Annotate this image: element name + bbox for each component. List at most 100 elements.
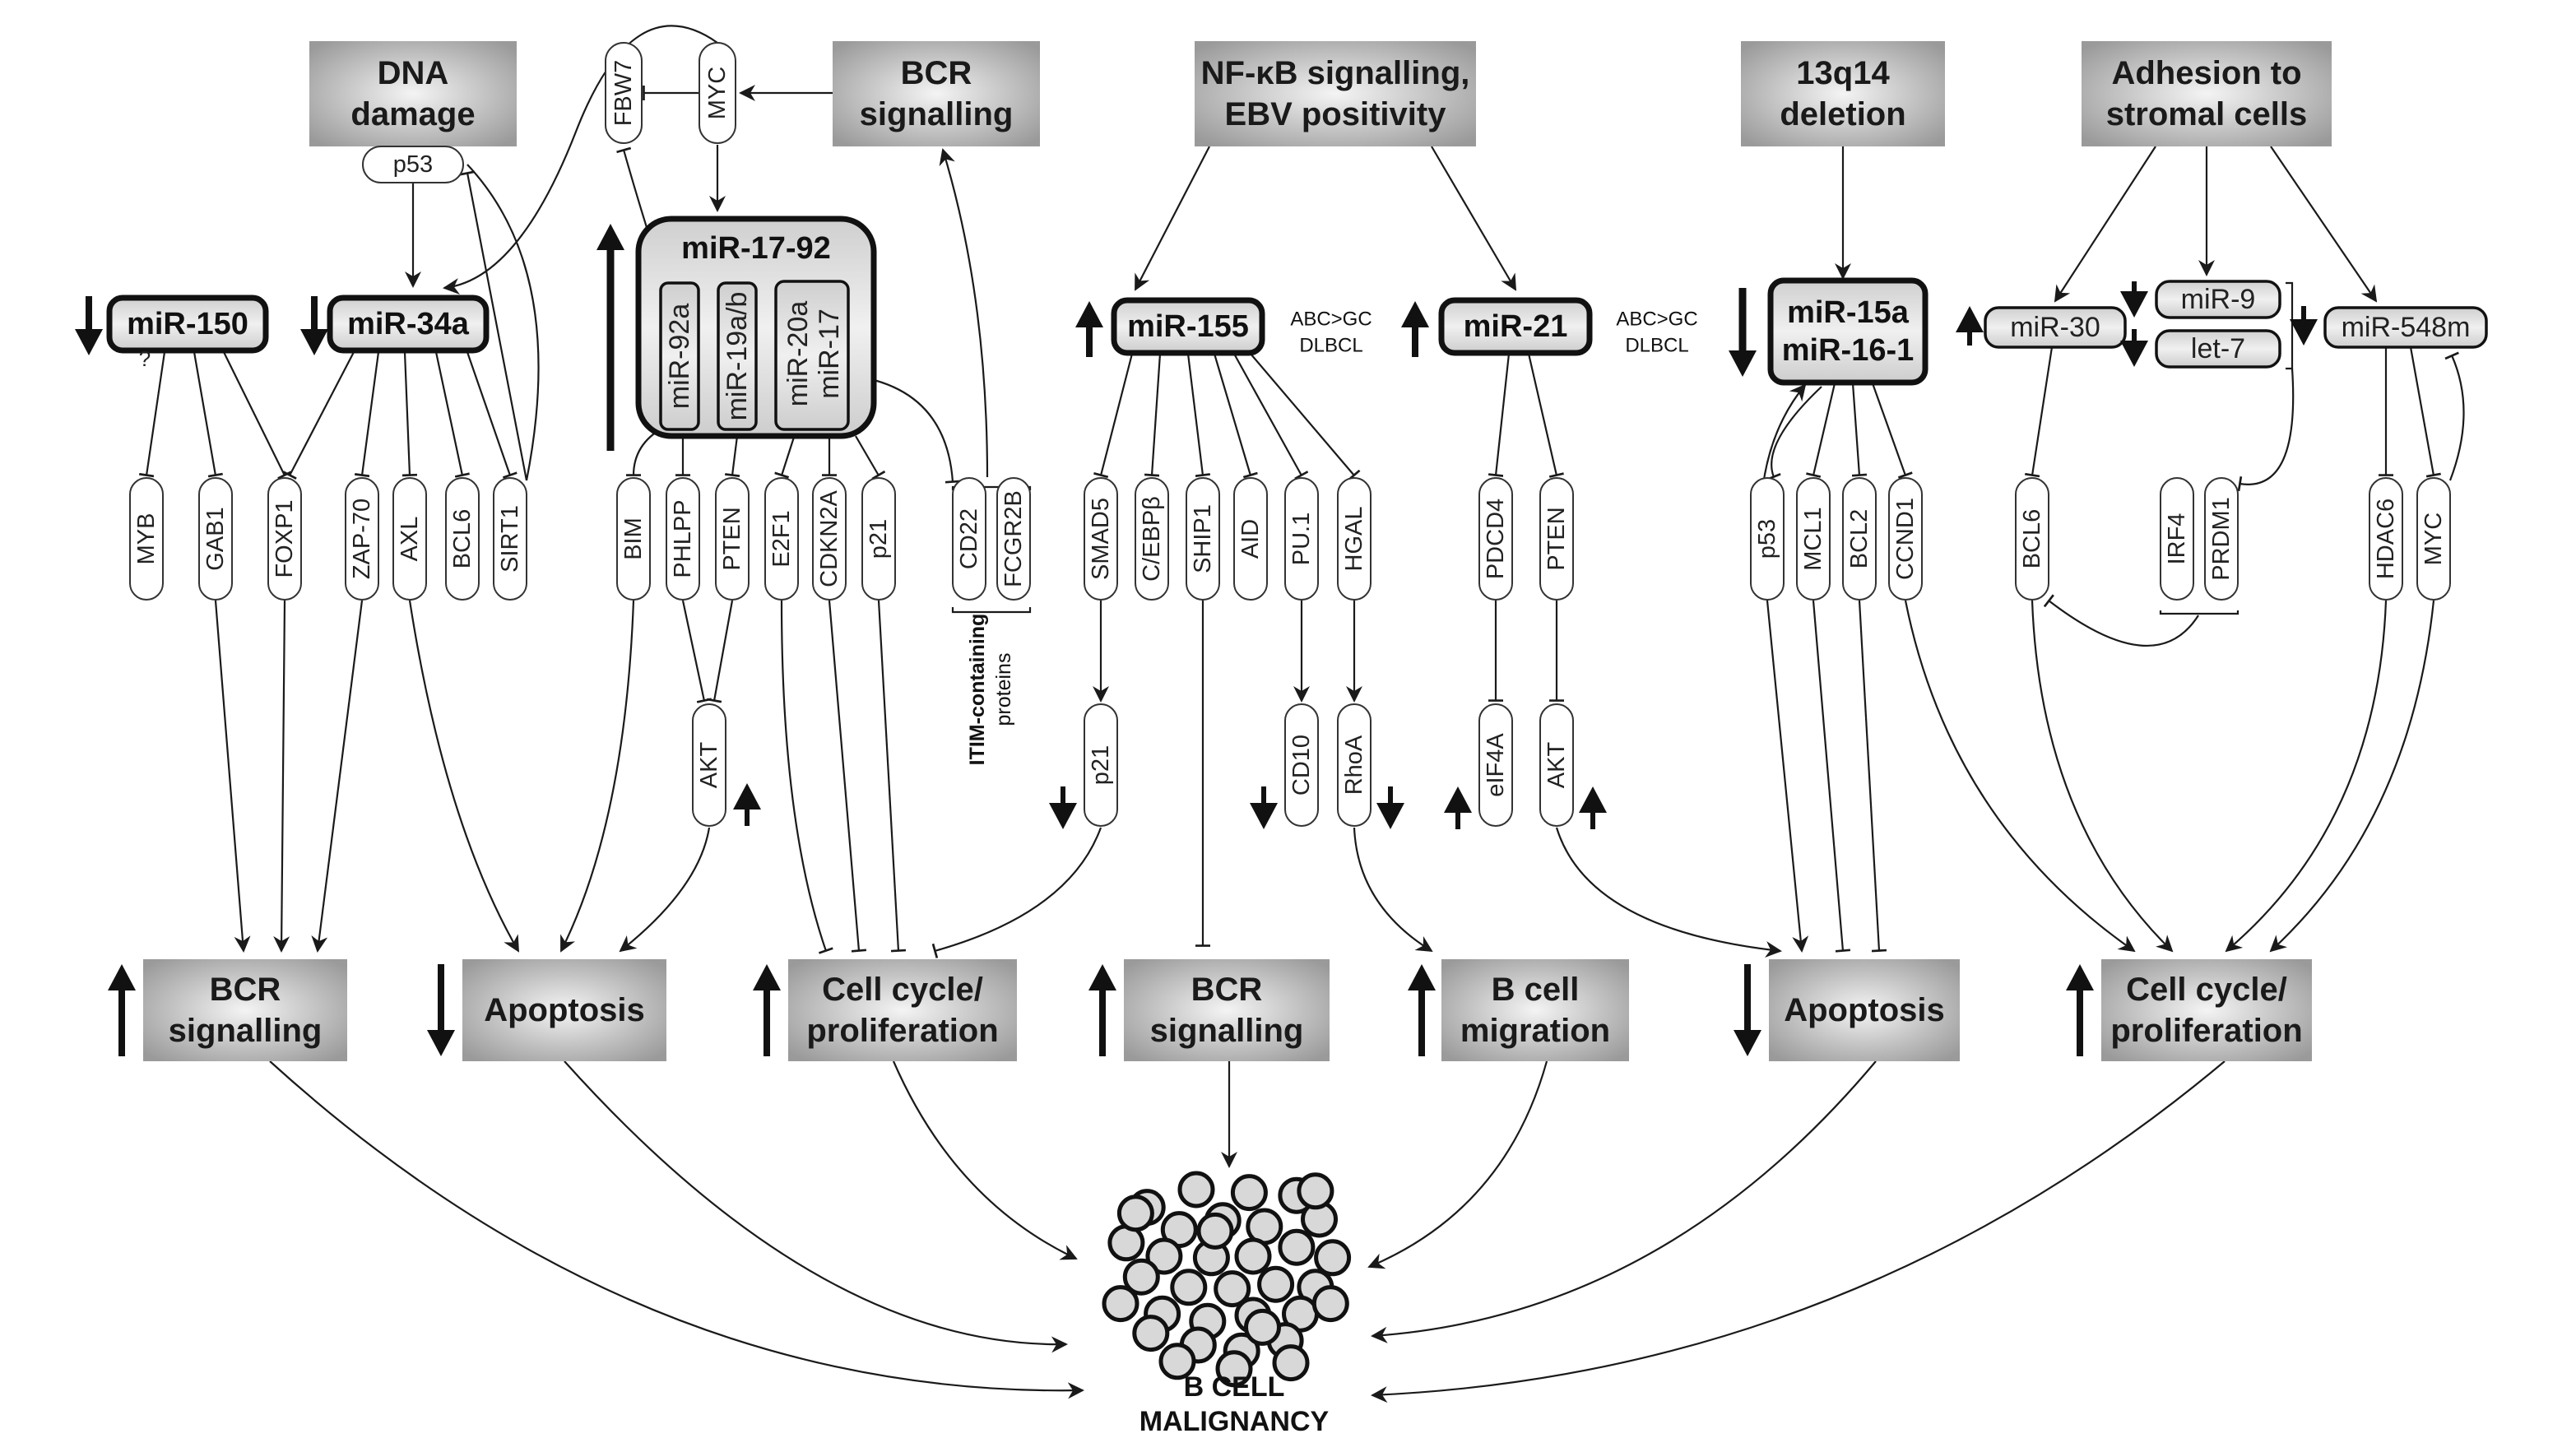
mir15a-target-bcl2-shape — [1842, 477, 1877, 601]
13q14-deletion-box-bg — [1741, 41, 1945, 146]
inhibition-edge — [1250, 353, 1361, 481]
mir150-uncertain-mark: ? — [139, 346, 151, 371]
myc-node-shape — [699, 42, 736, 144]
outcome-mig-box-text: B cell — [1492, 972, 1580, 1008]
outcome-cc2-box-text: Cell cycle/ — [2126, 972, 2287, 1008]
mir548m-box-text: miR-548m — [2342, 312, 2471, 343]
b-cell — [1215, 1350, 1253, 1388]
mir92a-box — [659, 281, 700, 431]
b-cell — [1170, 1269, 1208, 1306]
arrow-head — [1408, 964, 1436, 990]
let7-box-text: let-7 — [2191, 333, 2245, 364]
mir155-box: miR-155 — [1111, 297, 1265, 356]
activation-arrow — [1353, 827, 1433, 953]
arrow-head — [1734, 1030, 1761, 1056]
mir150-box: miR-150 — [106, 295, 269, 354]
mir548m-target-hdac6-shape — [2369, 477, 2403, 601]
dna-damage-box-text: DNA — [378, 55, 449, 91]
cd10-node-shape — [1284, 703, 1319, 827]
endpoint-label-line1: B CELL — [1184, 1371, 1285, 1403]
fbw7-node-text: FBW7 — [610, 60, 637, 127]
adhesion-stromal-box-text: Adhesion to — [2111, 55, 2301, 91]
mir150-target-gab1-text: GAB1 — [202, 507, 229, 570]
mir15a-down-arrow-icon — [1729, 288, 1757, 377]
activation-arrow — [1766, 600, 1809, 953]
13q14-deletion-box-text: 13q14 — [1796, 55, 1890, 91]
eif4a-node-shape — [1478, 703, 1513, 827]
arrow-shaft — [311, 296, 318, 331]
mir21-box-shape — [1438, 297, 1593, 356]
myc-node: MYC — [699, 42, 736, 144]
inhibition-edge — [282, 351, 355, 480]
arrow-shaft — [118, 989, 125, 1056]
inhibition-edge — [1851, 383, 1868, 477]
mir34a-target-bcl6-shape — [445, 477, 480, 601]
nfkb-to-mir155 — [1135, 146, 1210, 291]
mir30-box: miR-30 — [1984, 306, 2127, 349]
mir15a-target-p53-text: p53 — [1754, 519, 1780, 559]
mir1792-target-pten-text: PTEN — [719, 507, 745, 570]
arrow-shaft — [2132, 329, 2137, 342]
mir34a-target-axl-text: AXL — [397, 517, 423, 562]
mir548m-box: miR-548m — [2323, 306, 2488, 349]
mir1792-target-pten: PTEN — [715, 477, 750, 601]
b-cell — [1297, 1172, 1334, 1210]
b-cell — [1177, 1171, 1215, 1208]
mir548m-target-myc: MYC — [2416, 477, 2451, 601]
bcr-signalling-input-box-text: BCR — [901, 55, 972, 91]
arrow-shaft — [1412, 326, 1418, 357]
outcome-cc1-box-bg — [788, 959, 1017, 1061]
mir1792-target-p21-text: p21 — [866, 519, 892, 559]
arrow-shaft — [1388, 786, 1393, 805]
mir34a-target-axl: AXL — [392, 477, 427, 601]
arrow-head — [1049, 803, 1077, 829]
inhibition-edge — [828, 600, 867, 953]
arrow-shaft — [1418, 989, 1425, 1056]
mir34a-target-zap70-text: ZAP-70 — [349, 499, 375, 579]
inhibition-edge — [1093, 353, 1134, 479]
mir150-down-arrow-icon — [75, 296, 103, 355]
arrow-shaft — [2301, 306, 2306, 321]
inhibition-edge — [931, 827, 1102, 958]
outcome-cc2-up-arrow-icon — [2066, 964, 2094, 1056]
arrow-head — [1376, 803, 1404, 829]
p21-down-arrow-icon — [1049, 786, 1077, 829]
mir9-down-arrow-icon — [2120, 281, 2148, 318]
outcome-apop1-box-text: Apoptosis — [484, 992, 645, 1028]
arrow-shaft — [438, 964, 444, 1032]
akt-right-up-arrow-icon — [1579, 786, 1607, 829]
akt-right-node: AKT — [1539, 703, 1574, 827]
sirt1-to-p53-curve — [466, 164, 540, 481]
adhesion-stromal-box-bg — [2082, 41, 2332, 146]
rhoa-down-arrow-icon — [1376, 786, 1404, 829]
mir15a-target-ccnd1-text: CCND1 — [1892, 498, 1919, 580]
itim-target-cd22-shape — [952, 477, 986, 601]
mir30-target-bcl6-shape — [2015, 477, 2049, 601]
mir15a-target-ccnd1: CCND1 — [1888, 477, 1923, 601]
mir15a-target-mcl1: MCL1 — [1796, 477, 1831, 601]
arrow-shaft — [1061, 786, 1065, 805]
activation-arrow — [408, 600, 519, 953]
mir15a-mir161-box-text: miR-15a — [1787, 295, 1910, 330]
mir21-target-pten: PTEN — [1539, 477, 1574, 601]
outcome-apop1-box-bg — [462, 959, 666, 1061]
inhibition-edge — [1812, 600, 1851, 953]
outcome-bcr2-up-arrow-icon — [1088, 964, 1116, 1056]
activation-arrow — [1371, 1060, 2226, 1403]
nfkb-ebv-box-text: EBV positivity — [1225, 96, 1447, 132]
mir1792-target-e2f1-text: E2F1 — [768, 510, 795, 567]
mir92a-label: miR-92a — [664, 304, 695, 410]
outcome-apop1-down-arrow-icon — [427, 964, 455, 1056]
cd10-node-text: CD10 — [1288, 735, 1315, 796]
arrow-shaft — [1086, 326, 1093, 357]
itim-target-fcgr2b-text: FCGR2B — [1000, 490, 1027, 587]
arrow-head — [1956, 306, 1984, 332]
outcome-apop2-down-arrow-icon — [1734, 964, 1761, 1056]
mir15a-mir161-box-shape — [1767, 277, 1929, 386]
mir155-target-hgal: HGAL — [1337, 477, 1372, 601]
mir150-target-gab1-shape — [198, 477, 233, 601]
mir548m-target-myc-shape — [2416, 477, 2451, 601]
mir150-target-myb: MYB — [129, 477, 164, 601]
mir150-target-foxp1-text: FOXP1 — [272, 499, 298, 578]
p53-node-text: p53 — [393, 151, 433, 178]
